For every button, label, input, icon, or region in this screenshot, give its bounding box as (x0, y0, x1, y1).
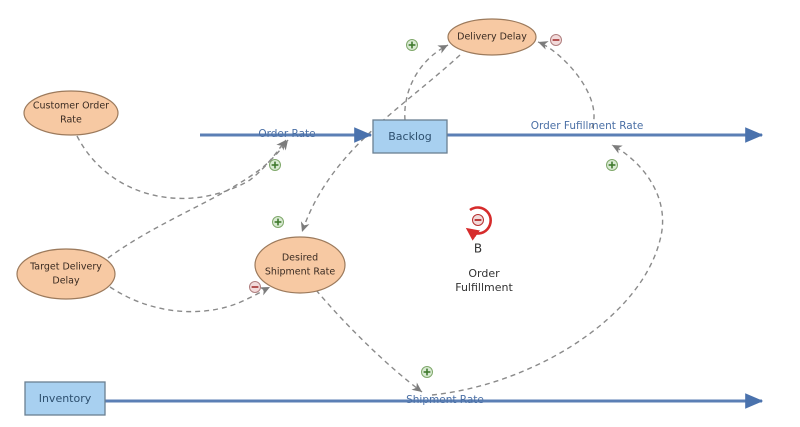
polarity-markers-group (249, 34, 618, 378)
causal-links-group (76, 41, 664, 396)
variable-desired-shipment-rate-label-line2: Shipment Rate (265, 267, 336, 278)
polarity-marker-plus-delivery-delay-from-backlog (406, 39, 418, 51)
variable-target-delivery-delay-shape[interactable] (16, 248, 116, 300)
causal-link-target-delivery-delay-to-order-rate (107, 139, 289, 259)
loop-letter-label: B (474, 242, 482, 256)
causal-link-backlog-to-delivery-delay (404, 44, 449, 121)
variable-customer-order-rate-label-line2: Rate (60, 115, 82, 126)
variable-customer-order-rate[interactable]: Customer Order Rate (23, 90, 119, 136)
flow-label-order-fufillment-rate: Order Fufillment Rate (531, 120, 644, 132)
variable-desired-shipment-rate[interactable]: Desired Shipment Rate (254, 236, 346, 294)
polarity-marker-plus-order-fufillment-rate (606, 159, 618, 171)
variable-customer-order-rate-shape[interactable] (23, 90, 119, 136)
loop-marker-order-fulfillment: B Order Fulfillment (455, 206, 513, 294)
variable-delivery-delay[interactable]: Delivery Delay (447, 18, 537, 56)
variable-delivery-delay-shape[interactable] (447, 18, 537, 56)
flow-label-order-rate: Order Rate (258, 128, 315, 140)
flow-label-shipment-rate: Shipment Rate (406, 394, 484, 406)
variable-desired-shipment-rate-label-line1: Desired (282, 253, 318, 264)
loop-name-line1: Order (468, 267, 500, 280)
variable-delivery-delay-label: Delivery Delay (457, 32, 527, 43)
stock-backlog-shape[interactable] (372, 119, 448, 154)
causal-link-desired-shipment-rate-to-shipment-rate (315, 289, 423, 393)
causal-link-customer-order-rate-to-order-rate (76, 135, 287, 200)
variable-customer-order-rate-label-line1: Customer Order (33, 101, 109, 112)
loop-name-line2: Fulfillment (455, 281, 513, 294)
variable-desired-shipment-rate-shape[interactable] (254, 236, 346, 294)
loop-arc-icon (465, 206, 492, 241)
variable-target-delivery-delay[interactable]: Target Delivery Delay (16, 248, 116, 300)
causal-link-order-fufillment-rate-to-delivery-delay (537, 41, 595, 129)
flows-group (105, 127, 764, 409)
polarity-marker-plus-desired-shipment-rate-top (272, 216, 284, 228)
variable-target-delivery-delay-label-line2: Delay (52, 276, 80, 287)
stock-inventory[interactable]: Inventory (24, 381, 106, 416)
causal-link-target-delivery-delay-to-desired-shipment-rate (109, 286, 271, 313)
polarity-marker-minus-desired-shipment-rate-left (249, 281, 261, 293)
flow-labels-group: Order Rate Order Fufillment Rate Shipmen… (258, 120, 643, 406)
stock-backlog-label: Backlog (388, 130, 431, 143)
polarity-marker-minus-delivery-delay-from-fufillment (550, 34, 562, 46)
stock-inventory-label: Inventory (39, 392, 92, 405)
polarity-marker-plus-order-rate (269, 159, 281, 171)
stock-inventory-shape[interactable] (24, 381, 106, 416)
polarity-marker-plus-shipment-rate (421, 366, 433, 378)
stock-backlog[interactable]: Backlog (372, 119, 448, 154)
variable-target-delivery-delay-label-line1: Target Delivery (29, 262, 102, 273)
causal-link-shipment-rate-to-order-fufillment-rate (431, 144, 664, 396)
